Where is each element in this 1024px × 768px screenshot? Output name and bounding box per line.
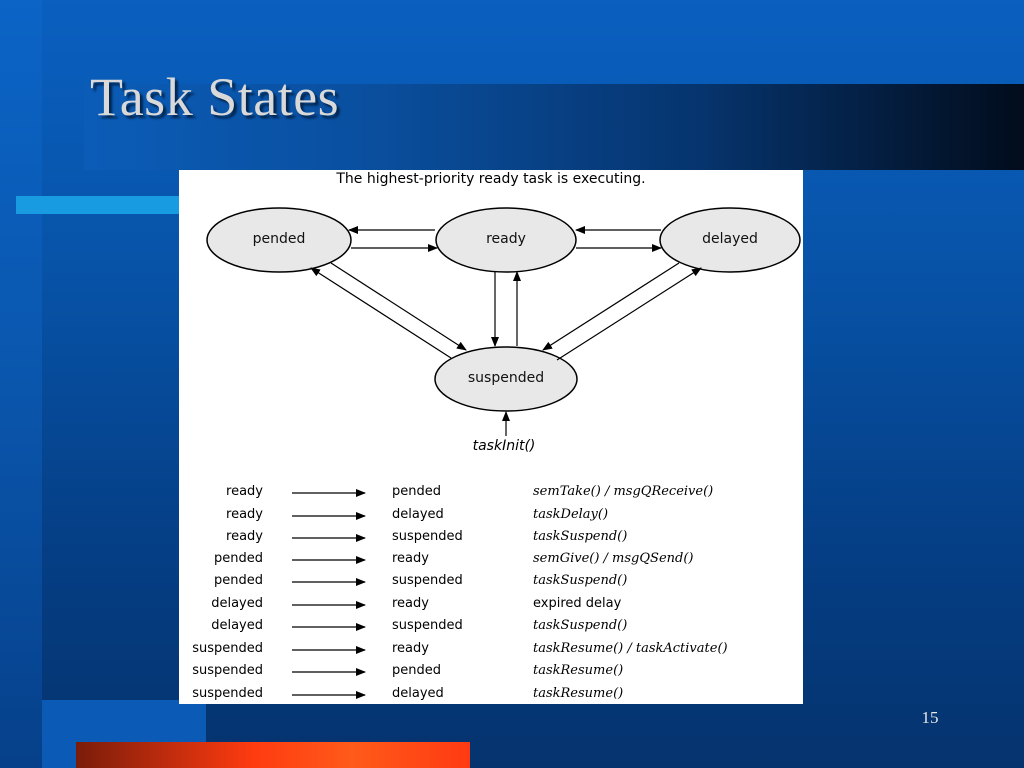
- transition-to: delayed: [392, 507, 444, 522]
- state-delayed-label: delayed: [702, 231, 758, 247]
- table-row: suspended ready taskResume() / taskActiv…: [179, 640, 803, 660]
- table-row: delayed ready expired delay: [179, 595, 803, 615]
- transition-to: suspended: [392, 573, 463, 588]
- state-ready-ellipse: [435, 207, 577, 273]
- table-row: ready pended semTake() / msgQReceive(): [179, 483, 803, 503]
- transition-call: taskSuspend(): [533, 529, 628, 544]
- table-row: ready delayed taskDelay(): [179, 506, 803, 526]
- table-row: suspended pended taskResume(): [179, 662, 803, 682]
- transition-call: taskDelay(): [533, 507, 609, 522]
- table-row: pended ready semGive() / msgQSend(): [179, 550, 803, 570]
- transition-call: taskResume(): [533, 663, 624, 678]
- transition-to: suspended: [392, 529, 463, 544]
- transition-call: semTake() / msgQReceive(): [533, 484, 714, 499]
- arrow-pended-to-suspended: [330, 262, 467, 351]
- state-pended-label: pended: [252, 231, 306, 247]
- state-delayed-ellipse: [659, 207, 801, 273]
- diagram-caption: The highest-priority ready task is execu…: [336, 171, 646, 187]
- transition-to: pended: [392, 663, 441, 678]
- taskinit-label: taskInit(): [472, 438, 536, 454]
- accent-line: [16, 196, 180, 214]
- state-pended-ellipse: [206, 207, 352, 273]
- table-row: suspended delayed taskResume(): [179, 685, 803, 705]
- transition-from: ready: [226, 529, 263, 544]
- arrow-delayed-to-suspended: [542, 262, 680, 351]
- arrow-suspended-to-pended: [310, 267, 452, 359]
- transition-from: suspended: [192, 663, 263, 678]
- transition-call: taskResume() / taskActivate(): [533, 641, 728, 656]
- transition-call: taskSuspend(): [533, 573, 628, 588]
- transition-to: suspended: [392, 618, 463, 633]
- transition-from: ready: [226, 507, 263, 522]
- arrow-suspended-to-delayed: [556, 267, 702, 361]
- state-ready-label: ready: [486, 231, 526, 247]
- transition-call: taskResume(): [533, 686, 624, 701]
- transition-from: delayed: [211, 618, 263, 633]
- transition-from: suspended: [192, 686, 263, 701]
- table-arrows: [292, 489, 366, 699]
- transition-call: taskSuspend(): [533, 618, 628, 633]
- background-band-left: [0, 0, 42, 768]
- transition-to: ready: [392, 641, 429, 656]
- transition-from: delayed: [211, 596, 263, 611]
- task-state-figure: The highest-priority ready task is execu…: [179, 170, 803, 704]
- table-row: delayed suspended taskSuspend(): [179, 617, 803, 637]
- transition-call: semGive() / msgQSend(): [533, 551, 694, 566]
- transition-from: ready: [226, 484, 263, 499]
- table-row: pended suspended taskSuspend(): [179, 572, 803, 592]
- transition-from: pended: [214, 573, 263, 588]
- transition-to: ready: [392, 596, 429, 611]
- table-row: ready suspended taskSuspend(): [179, 528, 803, 548]
- transition-call: expired delay: [533, 596, 622, 611]
- transition-from: pended: [214, 551, 263, 566]
- accent-bar-orange: [76, 742, 470, 768]
- transition-from: suspended: [192, 641, 263, 656]
- transition-to: delayed: [392, 686, 444, 701]
- state-suspended-label: suspended: [467, 370, 545, 386]
- page-number: 15: [921, 708, 939, 727]
- title-bar-gradient: [84, 84, 1024, 170]
- slide-title: Task States: [90, 67, 340, 127]
- transition-to: pended: [392, 484, 441, 499]
- state-diagram-graphics: [206, 207, 801, 699]
- transition-to: ready: [392, 551, 429, 566]
